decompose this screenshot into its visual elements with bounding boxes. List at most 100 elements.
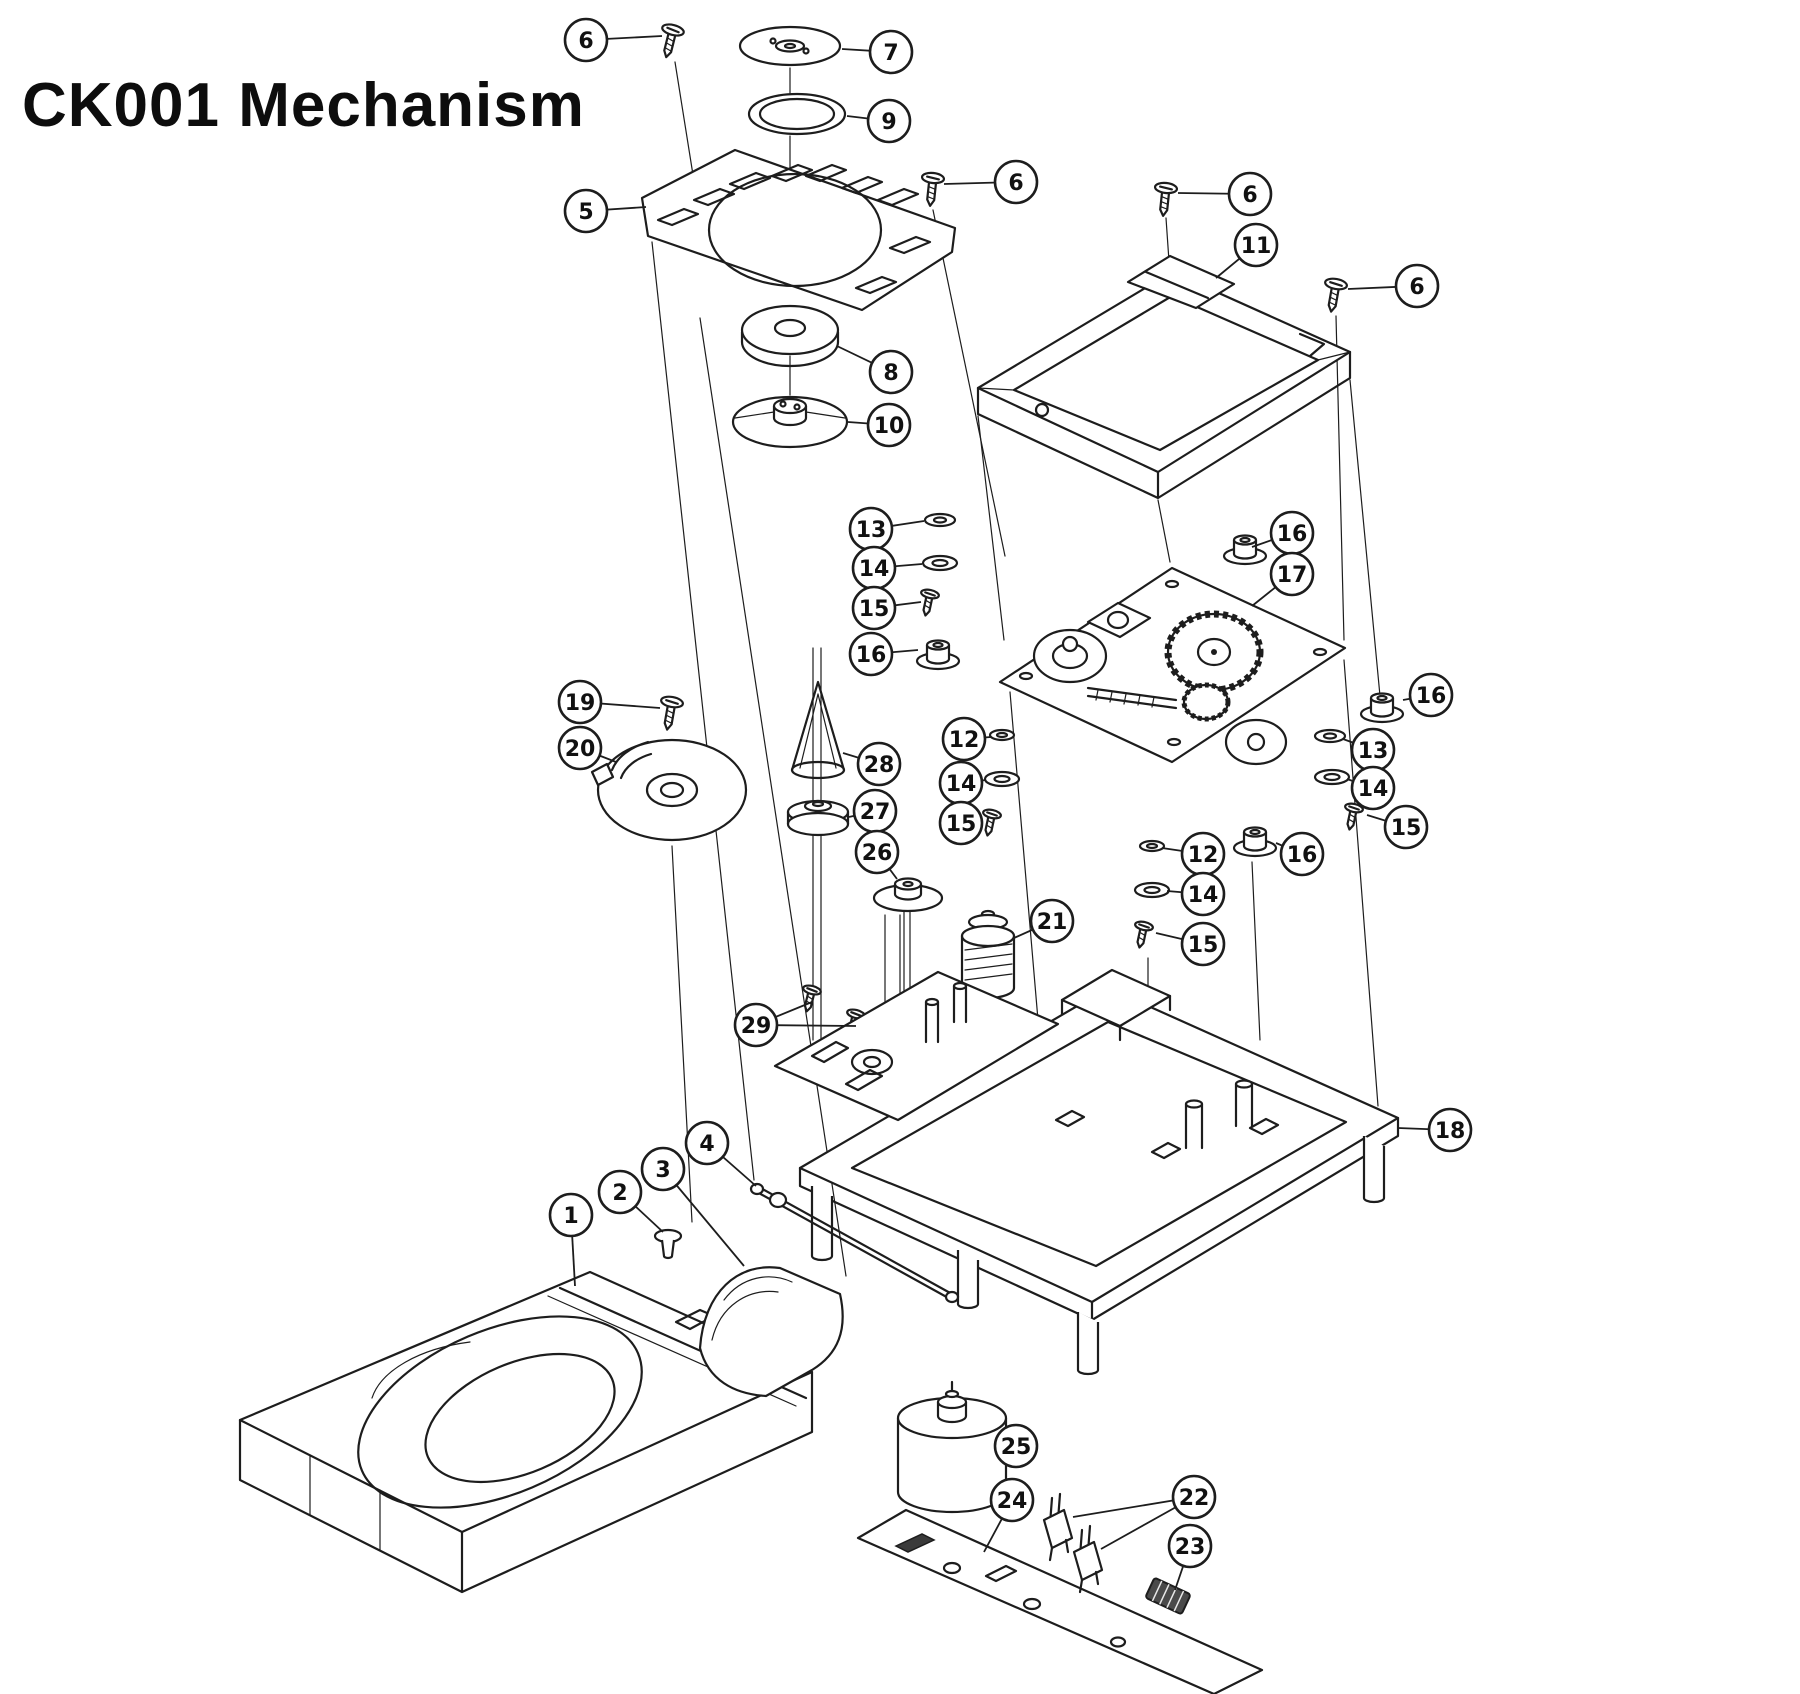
callout-21: 21 [1029, 898, 1075, 944]
callout-5: 5 [563, 188, 609, 234]
svg-text:29: 29 [741, 1014, 772, 1039]
svg-text:6: 6 [578, 29, 593, 54]
callout-24: 24 [989, 1477, 1035, 1523]
svg-text:3: 3 [655, 1158, 670, 1183]
svg-text:15: 15 [1188, 933, 1219, 958]
part-23-connector [1145, 1577, 1191, 1615]
svg-text:16: 16 [1416, 684, 1447, 709]
callout-12: 12 [941, 716, 987, 762]
callout-11: 11 [1233, 222, 1279, 268]
callout-15: 15 [938, 800, 984, 846]
part-25-motor [896, 1380, 1008, 1514]
svg-text:6: 6 [1409, 275, 1424, 300]
svg-text:23: 23 [1175, 1535, 1206, 1560]
part-9-ring [747, 92, 847, 136]
svg-text:14: 14 [859, 557, 890, 582]
callout-17: 17 [1269, 551, 1315, 597]
callout-4: 4 [684, 1120, 730, 1166]
callout-15: 15 [851, 585, 897, 631]
svg-text:25: 25 [1001, 1435, 1032, 1460]
svg-text:2: 2 [612, 1181, 627, 1206]
part-11-frame [976, 254, 1352, 500]
svg-text:19: 19 [565, 691, 596, 716]
callout-16: 16 [1269, 510, 1315, 556]
callout-13: 13 [848, 506, 894, 552]
callout-22: 22 [1171, 1474, 1217, 1520]
svg-text:27: 27 [860, 800, 891, 825]
callout-26: 26 [854, 829, 900, 875]
svg-text:17: 17 [1277, 563, 1308, 588]
callout-23: 23 [1167, 1523, 1213, 1569]
callout-15: 15 [1180, 921, 1226, 967]
callout-6: 6 [1394, 263, 1440, 309]
svg-text:21: 21 [1037, 910, 1068, 935]
part-4-shaft [749, 1182, 960, 1304]
svg-text:14: 14 [946, 772, 977, 797]
callout-3: 3 [640, 1146, 686, 1192]
svg-text:10: 10 [874, 414, 905, 439]
part-2-pin [653, 1228, 683, 1260]
svg-text:6: 6 [1008, 171, 1023, 196]
callout-16: 16 [1279, 831, 1325, 877]
part-5-top-plate [640, 148, 957, 312]
callout-27: 27 [852, 788, 898, 834]
diagram-title: CK001 Mechanism [22, 71, 585, 140]
callout-13: 13 [1350, 727, 1396, 773]
callout-14: 14 [938, 760, 984, 806]
svg-text:16: 16 [1287, 843, 1318, 868]
callout-12: 12 [1180, 831, 1226, 877]
callout-6: 6 [563, 17, 609, 63]
svg-text:15: 15 [1391, 816, 1422, 841]
callout-14: 14 [1180, 871, 1226, 917]
part-22-switches [1042, 1492, 1104, 1594]
svg-text:20: 20 [565, 737, 596, 762]
callout-2: 2 [597, 1169, 643, 1215]
part-20-clamper [590, 738, 748, 842]
svg-text:4: 4 [699, 1132, 714, 1157]
svg-text:1: 1 [563, 1204, 578, 1229]
svg-text:14: 14 [1358, 777, 1389, 802]
callout-7: 7 [868, 29, 914, 75]
callout-18: 18 [1427, 1107, 1473, 1153]
svg-text:9: 9 [881, 110, 896, 135]
callout-6: 6 [1227, 171, 1273, 217]
callout-16: 16 [1408, 672, 1454, 718]
svg-text:6: 6 [1242, 183, 1257, 208]
part-8-spacer [740, 304, 840, 368]
svg-text:16: 16 [856, 643, 887, 668]
svg-text:16: 16 [1277, 522, 1308, 547]
svg-text:26: 26 [862, 841, 893, 866]
part-28-cone-spring [790, 680, 846, 780]
callout-19: 19 [557, 679, 603, 725]
callout-15: 15 [1383, 804, 1429, 850]
svg-text:11: 11 [1241, 234, 1272, 259]
callout-1: 1 [548, 1192, 594, 1238]
svg-text:12: 12 [949, 728, 980, 753]
callout-14: 14 [1350, 765, 1396, 811]
part-18-base-frame [773, 968, 1400, 1376]
svg-text:8: 8 [883, 361, 898, 386]
part-27-pulley [786, 799, 850, 837]
svg-text:14: 14 [1188, 883, 1219, 908]
callout-14: 14 [851, 545, 897, 591]
callout-9: 9 [866, 98, 912, 144]
part-17-traverse-unit [998, 566, 1347, 766]
svg-text:15: 15 [859, 597, 890, 622]
callout-6: 6 [993, 159, 1039, 205]
callout-8: 8 [868, 349, 914, 395]
callout-10: 10 [866, 402, 912, 448]
svg-text:18: 18 [1435, 1119, 1466, 1144]
svg-text:13: 13 [1358, 739, 1389, 764]
svg-text:5: 5 [578, 200, 593, 225]
part-26-pulley [872, 877, 944, 913]
callout-25: 25 [993, 1423, 1039, 1469]
svg-text:24: 24 [997, 1489, 1028, 1514]
svg-text:12: 12 [1188, 843, 1219, 868]
part-24-pcb [856, 1508, 1264, 1694]
part-7-disc [738, 25, 842, 67]
part-21-worm-gear [960, 909, 1016, 1014]
svg-text:22: 22 [1179, 1486, 1210, 1511]
